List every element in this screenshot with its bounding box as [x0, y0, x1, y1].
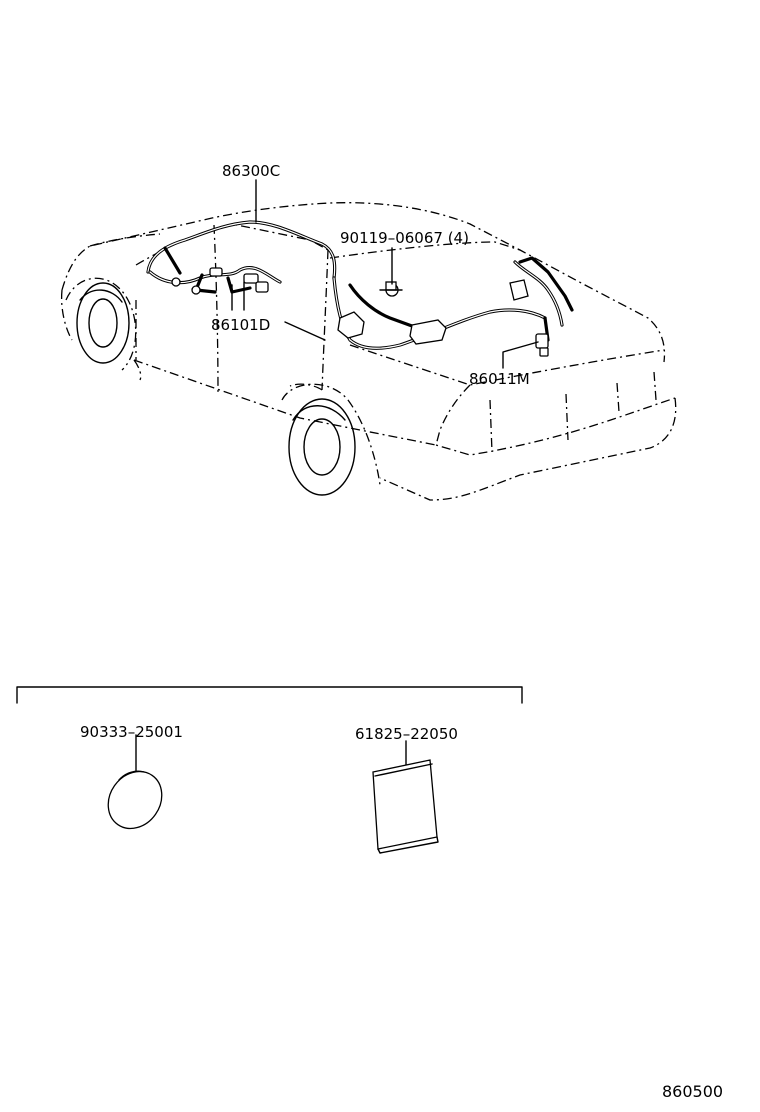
roof-wire-harness [146, 220, 337, 295]
part-label-90119-06067: 90119–06067 (4) [340, 229, 469, 247]
rear-wheel [281, 383, 381, 496]
part-label-61825-22050: 61825–22050 [355, 725, 458, 743]
diagram-code: 860500 [662, 1082, 723, 1101]
car-body-outline [60, 202, 677, 501]
part-label-90333-25001: 90333–25001 [80, 723, 183, 741]
part-label-86011m: 86011M [469, 370, 530, 388]
callout-leaders [231, 179, 539, 369]
trunk-wire-harness [332, 256, 574, 357]
part-label-86101d: 86101D [211, 316, 270, 334]
accessory-group-bracket [16, 686, 523, 704]
cap-part [107, 734, 163, 830]
front-wheel [65, 277, 137, 371]
part-label-86300c: 86300C [222, 162, 280, 180]
pad-part [372, 740, 439, 854]
